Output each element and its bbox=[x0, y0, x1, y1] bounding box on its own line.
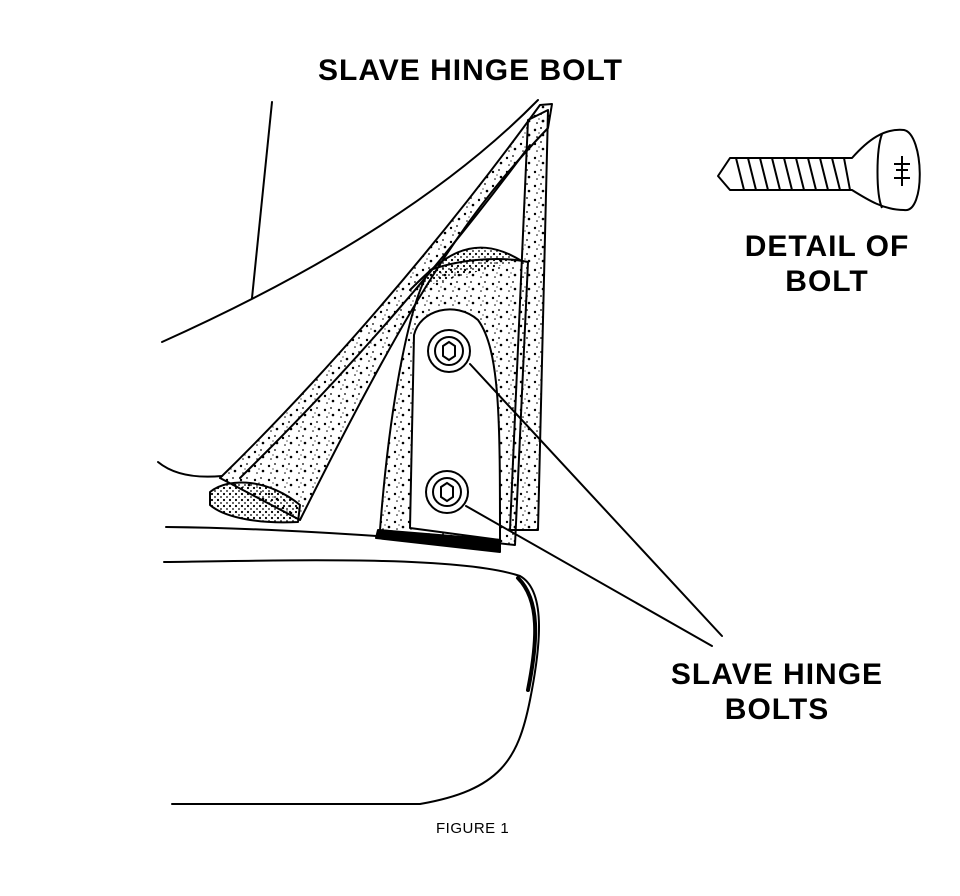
hinge-cap bbox=[209, 481, 301, 524]
cap-line bbox=[157, 461, 223, 478]
sill-top-line bbox=[165, 526, 501, 546]
door-outline bbox=[163, 559, 540, 805]
hinge-arm-outline bbox=[219, 103, 553, 521]
upper-bolt-icon bbox=[427, 329, 471, 373]
leader-line-lower bbox=[465, 505, 713, 647]
bolts-label-line1: SLAVE HINGE bbox=[670, 658, 884, 691]
door-shade bbox=[516, 576, 538, 692]
leader-line-upper bbox=[469, 363, 723, 637]
slave-hinge-bolts-label: SLAVE HINGE BOLTS bbox=[654, 658, 900, 727]
detail-label-line1: DETAIL OF bbox=[744, 230, 910, 263]
body-vertical-line bbox=[251, 101, 273, 299]
figure-caption: FIGURE 1 bbox=[436, 820, 510, 837]
detail-bolt-icon bbox=[717, 128, 921, 212]
detail-of-bolt-label: DETAIL OF BOLT bbox=[732, 230, 922, 299]
slave-hinge-bolt-label: SLAVE HINGE BOLT bbox=[318, 54, 623, 87]
detail-label-line2: BOLT bbox=[785, 264, 869, 298]
roof-line bbox=[161, 99, 539, 343]
hinge-arm-inner bbox=[239, 144, 531, 479]
lower-bolt-icon bbox=[425, 470, 469, 514]
bolts-label-line2: BOLTS bbox=[724, 692, 830, 726]
